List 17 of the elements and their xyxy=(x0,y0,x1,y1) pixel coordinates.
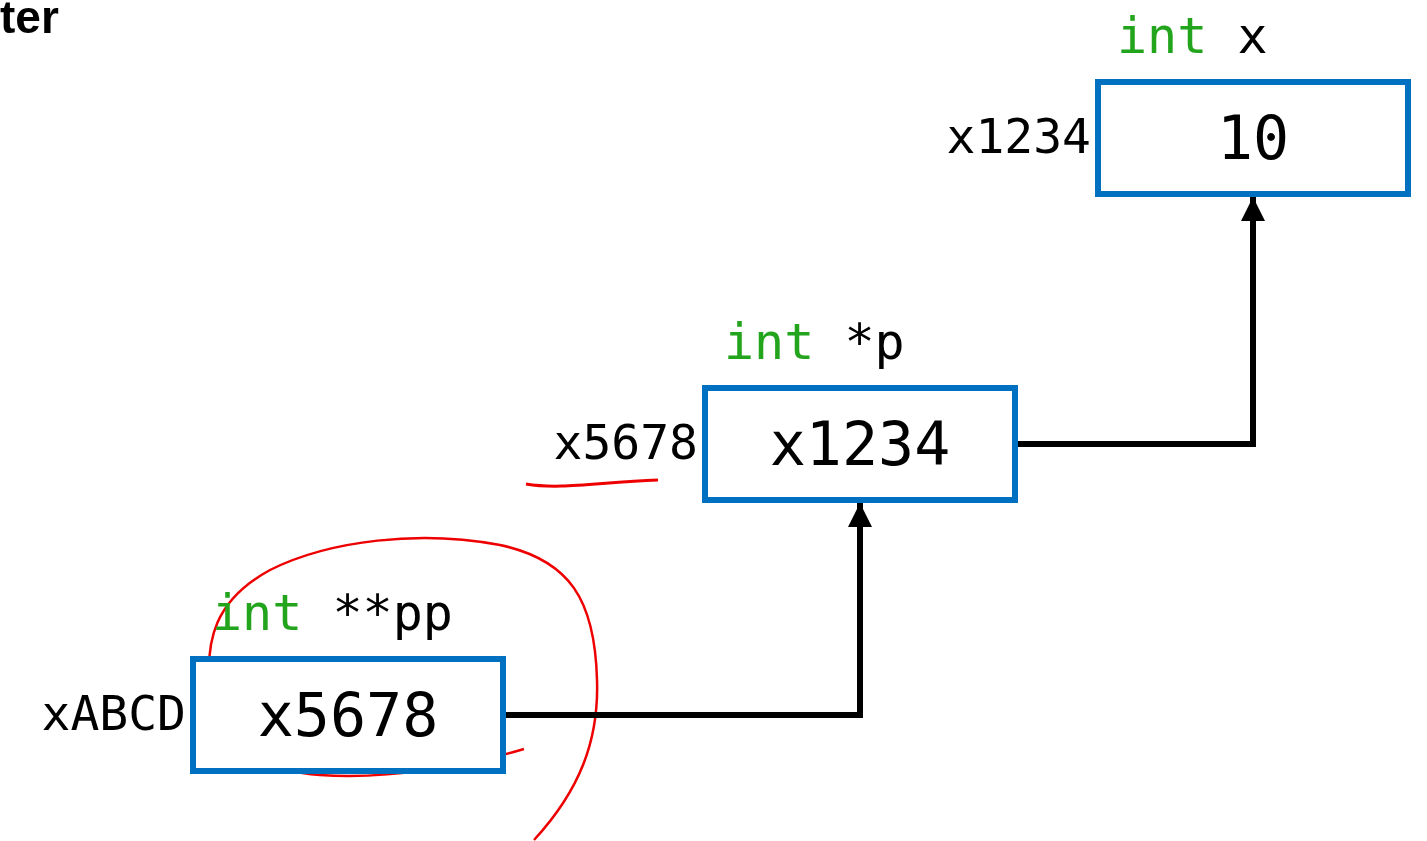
variable-name: **pp xyxy=(332,584,453,642)
variable-name: x xyxy=(1237,7,1268,65)
memory-address: x5678 xyxy=(553,418,698,466)
cell-value: x5678 xyxy=(257,680,439,750)
title: ter xyxy=(0,0,59,40)
arrow xyxy=(1018,197,1265,447)
cell-value: x1234 xyxy=(769,409,951,479)
memory-cell xyxy=(702,385,1018,503)
memory-address: xABCD xyxy=(41,689,186,737)
type-keyword: int xyxy=(724,313,815,371)
memory-address: x1234 xyxy=(946,112,1091,160)
type-keyword: int xyxy=(1117,7,1208,65)
variable-name: *p xyxy=(844,313,905,371)
arrow xyxy=(506,503,872,718)
memory-cell xyxy=(1095,79,1411,197)
cell-value: 10 xyxy=(1216,103,1290,173)
memory-cell xyxy=(190,656,506,774)
